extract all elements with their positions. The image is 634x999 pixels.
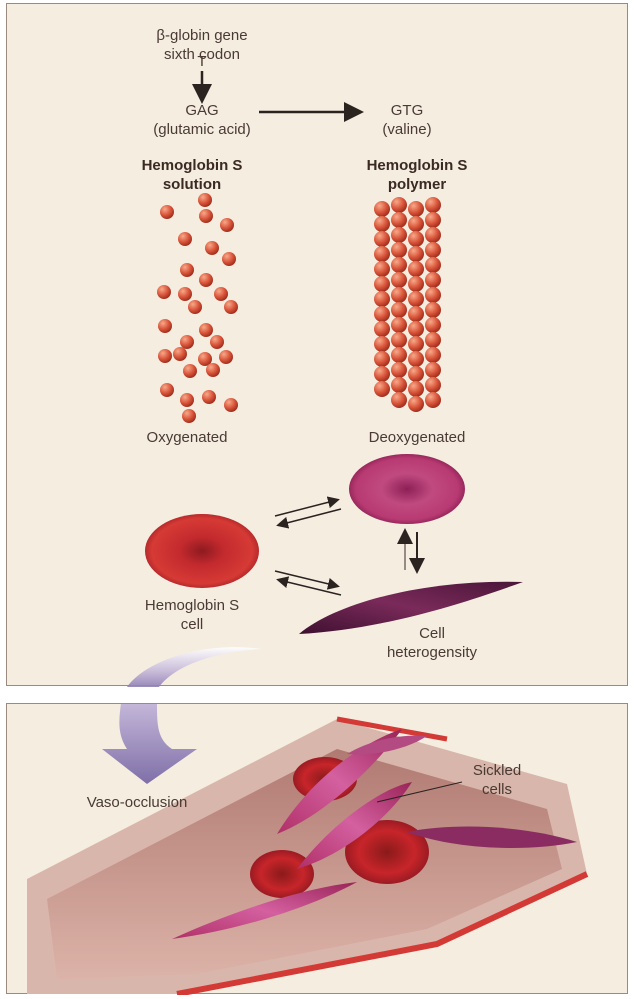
hbs-polymer-molecules [374,197,441,412]
polymer-molecule [425,242,441,258]
polymer-molecule [425,257,441,273]
equilibrium-arrows-upper [275,500,341,525]
polymer-molecule [374,366,390,382]
polymer-molecule [408,291,424,307]
polymer-molecule [374,321,390,337]
polymer-molecule [391,257,407,273]
polymer-molecule [391,287,407,303]
polymer-molecule [425,347,441,363]
top-diagram-svg [7,4,629,687]
heterogeneity-label: Cell heterogensity [357,624,507,662]
polymer-molecule [391,347,407,363]
deoxygenated-cell [349,454,465,524]
polymer-molecule [425,287,441,303]
polymer-molecule [391,197,407,213]
polymer-molecule [391,392,407,408]
polymer-molecule [391,302,407,318]
polymer-molecule [408,381,424,397]
polymer-molecule [391,317,407,333]
polymer-molecule [391,242,407,258]
polymer-molecule [374,306,390,322]
base-label: T [187,52,217,71]
vaso-occlusion-arrow-head [102,704,197,784]
oxygenated-label: Oxygenated [107,428,267,447]
hbs-cell-label: Hemoglobin S cell [102,596,282,634]
polymer-molecule [425,362,441,378]
polymer-molecule [408,306,424,322]
polymer-molecule [391,362,407,378]
polymer-molecule [408,336,424,352]
polymer-molecule [425,212,441,228]
polymer-molecule [408,351,424,367]
normal-codon-label: GAG (glutamic acid) [117,101,287,139]
polymer-header: Hemoglobin S polymer [327,156,507,194]
polymer-molecule [408,261,424,277]
polymer-molecule [408,321,424,337]
polymer-molecule [408,231,424,247]
polymer-molecule [374,261,390,277]
polymer-molecule [374,216,390,232]
bottom-panel: Vaso-occlusion Sickled cells [6,703,628,994]
polymer-molecule [374,201,390,217]
polymer-molecule [425,377,441,393]
polymer-molecule [374,381,390,397]
polymer-molecule [408,246,424,262]
polymer-molecule [408,201,424,217]
top-panel: β-globin gene sixth codon T GAG (glutami… [6,3,628,686]
polymer-molecule [425,272,441,288]
polymer-molecule [374,276,390,292]
polymer-molecule [391,212,407,228]
polymer-molecule [374,231,390,247]
polymer-molecule [425,302,441,318]
polymer-molecule [408,366,424,382]
polymer-molecule [391,377,407,393]
polymer-molecule [408,396,424,412]
deoxygenated-label: Deoxygenated [327,428,507,447]
polymer-molecule [425,227,441,243]
polymer-molecule [425,332,441,348]
polymer-molecule [408,216,424,232]
mutant-codon-label: GTG (valine) [352,101,462,139]
polymer-molecule [374,246,390,262]
polymer-molecule [374,351,390,367]
vessel-red-cell-2 [250,850,314,898]
polymer-molecule [425,317,441,333]
polymer-molecule [425,197,441,213]
equilibrium-arrows-vertical [405,532,417,570]
vaso-occlusion-arrow-top [127,647,262,687]
polymer-molecule [374,291,390,307]
polymer-molecule [391,332,407,348]
equilibrium-arrows-lower [275,571,341,595]
polymer-molecule [374,336,390,352]
sickled-cells-label: Sickled cells [447,761,547,799]
hbs-red-cell [145,514,259,588]
polymer-molecule [391,272,407,288]
solution-header: Hemoglobin S solution [102,156,282,194]
polymer-molecule [391,227,407,243]
polymer-molecule [408,276,424,292]
vessel-svg [7,704,629,995]
hbs-solution-molecules [157,193,238,423]
vaso-occlusion-label: Vaso-occlusion [57,793,217,812]
polymer-molecule [425,392,441,408]
